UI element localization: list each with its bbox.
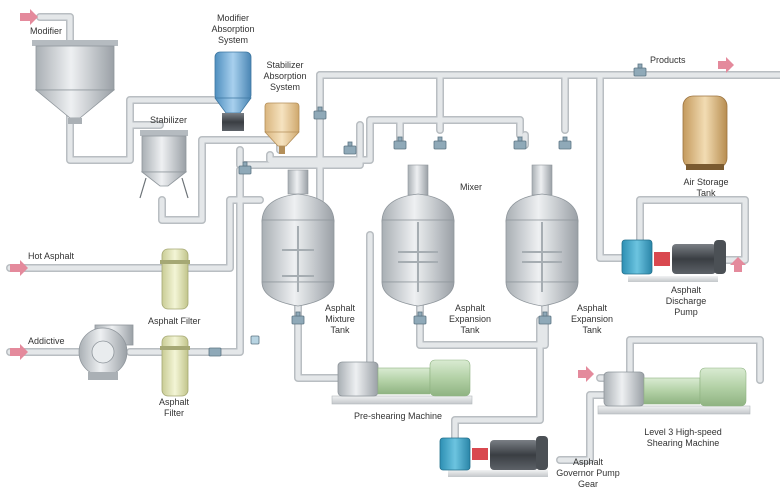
label-hot-asphalt: Hot Asphalt <box>28 251 75 261</box>
label-asphalt-expansion-tank-1: Asphalt Expansion Tank <box>440 303 500 336</box>
label-line: Gear <box>577 479 598 489</box>
label-line: Stabilizer <box>266 60 304 70</box>
label-line: Governor Pump <box>556 468 620 478</box>
asphalt-filter-1 <box>160 248 190 310</box>
label-line: Asphalt <box>324 303 356 313</box>
valve-icon <box>513 136 527 150</box>
modifier-absorption-system <box>214 51 252 131</box>
arrow-up-icon <box>730 257 746 272</box>
label-line: Asphalt <box>572 457 604 467</box>
label-high-speed-shearing-machine: Level 3 High-speed Shearing Machine <box>628 427 738 449</box>
label-mixer: Mixer <box>460 182 482 192</box>
valve-icon <box>291 311 305 325</box>
label-line: Shearing Machine <box>646 438 720 448</box>
label-products: Products <box>650 55 686 65</box>
label-line: Tank <box>330 325 350 335</box>
label-line: Pump <box>674 307 698 317</box>
stabilizer-absorption-system <box>264 102 300 154</box>
pipework <box>6 13 780 464</box>
label-air-storage-tank: Air Storage Tank <box>676 177 736 199</box>
asphalt-discharge-pump <box>621 239 726 282</box>
arrow-right-icon <box>20 9 38 25</box>
label-line: Expansion <box>570 314 614 324</box>
valves <box>208 63 647 357</box>
flow-arrows <box>10 9 746 382</box>
label-modifier: Modifier <box>30 26 63 36</box>
valve-icon <box>413 311 427 325</box>
label-pre-shearing-machine: Pre-shearing Machine <box>354 411 443 421</box>
label-line: Asphalt <box>454 303 486 313</box>
asphalt-mixture-tank <box>261 169 335 307</box>
arrow-right-icon <box>10 344 28 360</box>
asphalt-filter-2 <box>160 335 190 397</box>
label-asphalt-governor-pump-gear: Asphalt Governor Pump Gear <box>548 457 628 490</box>
modifier-tank <box>32 40 118 124</box>
label-addictive: Addictive <box>28 336 65 346</box>
valve-icon <box>238 161 252 175</box>
addictive-blower <box>78 324 134 380</box>
label-line: Filter <box>164 408 184 418</box>
valve-icon <box>313 106 327 120</box>
label-line: Air Storage <box>683 177 729 187</box>
valve-icon <box>250 335 260 345</box>
label-asphalt-mixture-tank: Asphalt Mixture Tank <box>312 303 368 336</box>
label-line: Tank <box>582 325 602 335</box>
label-line: Expansion <box>448 314 492 324</box>
label-modifier-absorption-system: Modifier Absorption System <box>200 13 266 46</box>
pre-shearing-machine <box>331 359 473 405</box>
label-line: Tank <box>696 188 716 198</box>
arrow-right-icon <box>718 57 734 73</box>
asphalt-expansion-tank-1 <box>381 164 455 307</box>
label-line: Absorption <box>263 71 307 81</box>
label-line: Absorption <box>211 24 255 34</box>
valve-icon <box>433 136 447 150</box>
stabilizer-tank <box>139 130 189 199</box>
label-line: Tank <box>460 325 480 335</box>
high-speed-shearing-machine <box>597 367 751 415</box>
label-asphalt-filter-1: Asphalt Filter <box>148 316 201 326</box>
label-stabilizer: Stabilizer <box>150 115 188 125</box>
valve-icon <box>393 136 407 150</box>
label-line: Asphalt <box>576 303 608 313</box>
label-line: Discharge <box>665 296 707 306</box>
valve-icon <box>558 136 572 150</box>
label-line: System <box>269 82 300 92</box>
label-line: Asphalt <box>670 285 702 295</box>
label-line: Asphalt <box>158 397 190 407</box>
valve-icon <box>343 141 357 155</box>
label-asphalt-expansion-tank-2: Asphalt Expansion Tank <box>562 303 622 336</box>
label-line: System <box>217 35 248 45</box>
valve-icon <box>538 311 552 325</box>
arrow-right-icon <box>10 260 28 276</box>
asphalt-governor-pump-gear <box>439 436 548 477</box>
label-line: Mixture <box>325 314 355 324</box>
label-line: Modifier <box>216 13 249 23</box>
label-asphalt-discharge-pump: Asphalt Discharge Pump <box>656 285 716 318</box>
label-line: Level 3 High-speed <box>644 427 722 437</box>
label-asphalt-filter-2: Asphalt Filter <box>150 397 198 419</box>
valve-icon <box>633 63 647 77</box>
asphalt-expansion-tank-2 <box>505 164 579 307</box>
arrow-right-icon <box>578 366 594 382</box>
air-storage-tank <box>682 95 728 170</box>
label-stabilizer-absorption-system: Stabilizer Absorption System <box>252 60 318 93</box>
valve-icon <box>208 347 222 357</box>
